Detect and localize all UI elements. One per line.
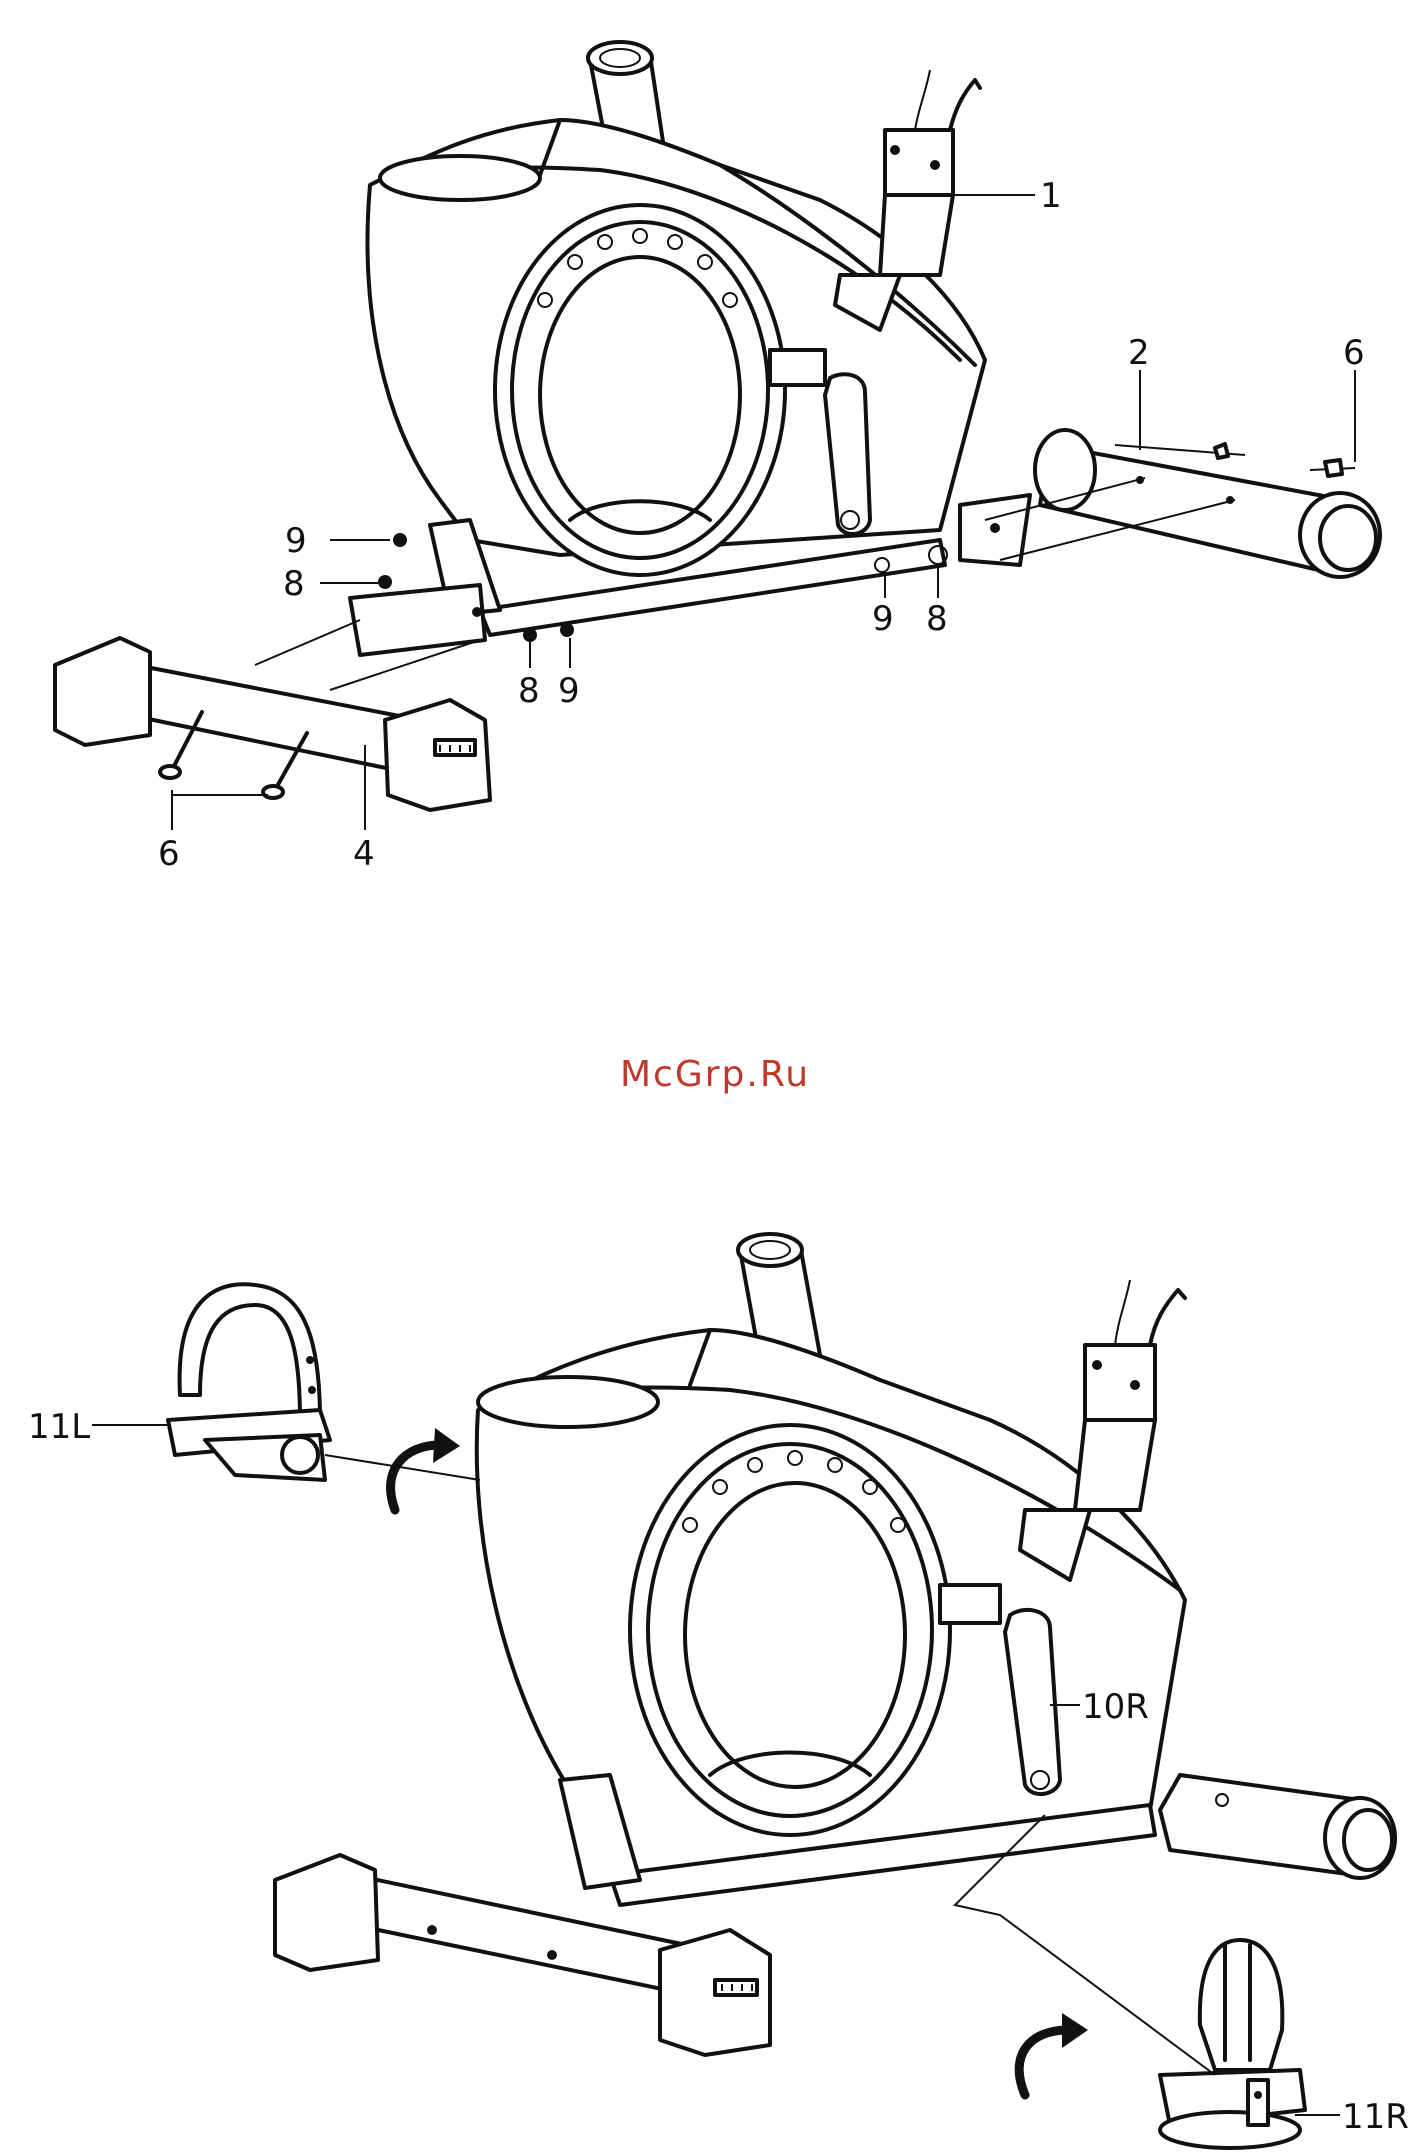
rear-stabilizer-bottom: [1160, 1775, 1395, 1878]
watermark-text: McGrp.Ru: [620, 1054, 810, 1095]
callout-8-rear: 8: [926, 599, 948, 639]
callout-6-front: 6: [158, 834, 180, 874]
callout-6-rear: 6: [1343, 333, 1365, 373]
callout-8-front: 8: [518, 671, 540, 711]
callout-9-rear: 9: [872, 599, 894, 639]
figure-bottom-pedal-assembly: 11L 10R 11R: [28, 1234, 1409, 2148]
callout-9-front: 9: [558, 671, 580, 711]
rotate-arrow-left-icon: [391, 1445, 440, 1510]
callout-8-left-upper: 8: [283, 564, 305, 604]
callout-11R: 11R: [1342, 2097, 1409, 2137]
pedal-right: [1160, 1940, 1305, 2148]
rotate-arrow-right-icon: [1019, 2030, 1068, 2095]
pedal-left: [168, 1284, 330, 1480]
figure-top-stabilizer-assembly: 1 2 6 9 8 9 8 8 9 6 4: [55, 42, 1380, 874]
callout-9-left-upper: 9: [285, 521, 307, 561]
callout-4: 4: [353, 834, 375, 874]
rear-stabilizer: [1035, 430, 1380, 577]
callout-11L: 11L: [28, 1407, 90, 1447]
rotate-arrow-right-head-icon: [1062, 2013, 1088, 2048]
flywheel-cover: [495, 205, 785, 575]
callout-2: 2: [1128, 333, 1150, 373]
flywheel-cover-bottom: [630, 1425, 950, 1835]
callout-10R: 10R: [1082, 1687, 1149, 1727]
rotate-arrow-left-head-icon: [433, 1428, 460, 1463]
callout-1: 1: [1040, 176, 1062, 216]
